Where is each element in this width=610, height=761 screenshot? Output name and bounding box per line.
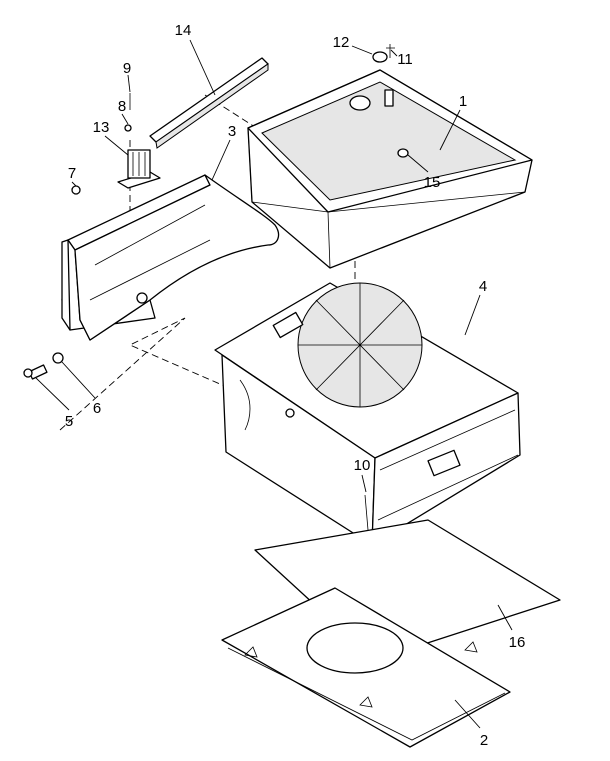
callout-4: 4 [479,278,487,295]
callout-5: 5 [65,413,73,430]
part-14-strip [149,57,269,149]
callout-8: 8 [118,98,126,115]
callout-1: 1 [459,93,467,110]
callout-2: 2 [480,732,488,749]
parts-11-12-hardware [372,44,395,63]
callout-12: 12 [333,34,350,51]
callout-7: 7 [68,165,76,182]
part-1-tray [247,69,533,269]
parts-5-6-fasteners [23,352,64,380]
callout-6: 6 [93,400,101,417]
callout-16: 16 [509,634,526,651]
leader-lines [35,39,513,729]
callout-15: 15 [424,174,441,191]
part-2-base [221,587,511,748]
callout-9: 9 [123,60,131,77]
part-13-bracket [117,93,161,189]
callout-11: 11 [397,51,413,68]
callout-3: 3 [228,123,236,140]
part-3-chute [61,174,280,341]
callout-14: 14 [175,22,192,39]
callout-10: 10 [354,457,371,474]
callout-labels: 1 2 3 4 5 6 7 8 9 10 11 12 13 14 15 16 [65,22,526,749]
part-4-housing [214,282,521,546]
callout-13: 13 [93,119,110,136]
